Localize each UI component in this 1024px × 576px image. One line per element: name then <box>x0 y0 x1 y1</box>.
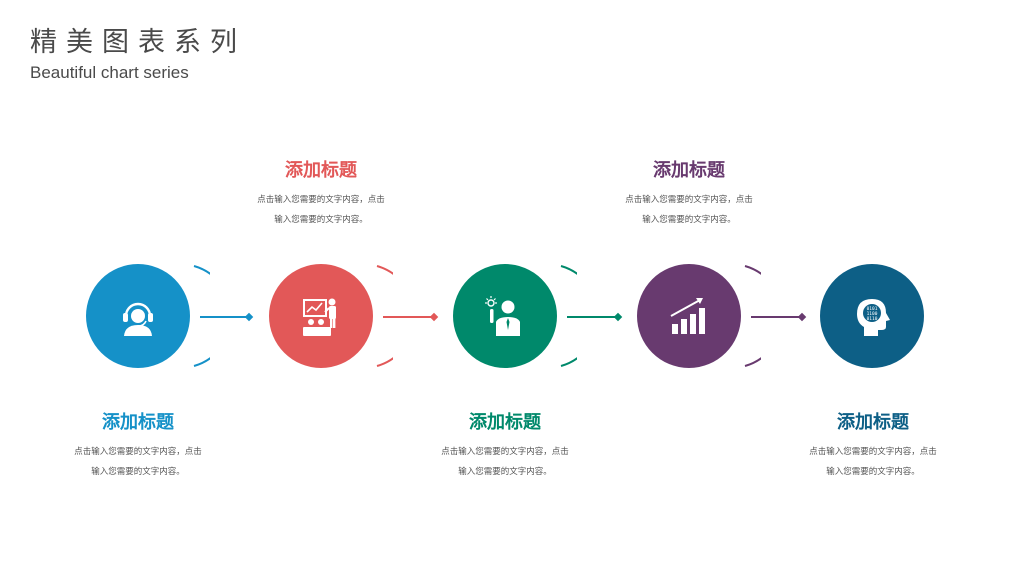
connector-2-arrow <box>429 312 439 322</box>
step-2-heading: 添加标题 <box>285 160 357 181</box>
step-4-heading: 添加标题 <box>653 160 725 181</box>
growth-chart-icon <box>670 298 705 334</box>
step-5-heading: 添加标题 <box>837 412 909 433</box>
step-3-text-line1: 点击输入您需要的文字内容，点击 <box>441 447 569 457</box>
step-5-label: 添加标题 点击输入您需要的文字内容，点击 输入您需要的文字内容。 <box>783 408 963 482</box>
step-1-text-line1: 点击输入您需要的文字内容，点击 <box>74 447 202 457</box>
step-4-text-line2: 输入您需要的文字内容。 <box>642 215 736 225</box>
step-3-heading: 添加标题 <box>469 412 541 433</box>
step-3-node <box>453 264 577 368</box>
svg-text:1100: 1100 <box>867 311 878 317</box>
step-3-text-line2: 输入您需要的文字内容。 <box>458 467 552 477</box>
connector-3-arrow <box>613 312 623 322</box>
svg-text:0110: 0110 <box>867 316 878 322</box>
step-2-circle <box>269 264 373 368</box>
connector-4-arrow <box>797 312 807 322</box>
page-title: 精美图表系列 <box>30 27 246 58</box>
step-5-text-line2: 输入您需要的文字内容。 <box>826 467 920 477</box>
connector-1-arrow <box>244 312 254 322</box>
step-2-node <box>269 264 393 368</box>
connector-3 <box>567 312 623 322</box>
step-1-heading: 添加标题 <box>102 412 174 433</box>
page-subtitle: Beautiful chart series <box>30 63 189 82</box>
connector-2 <box>383 312 439 322</box>
step-1-circle <box>86 264 190 368</box>
step-5-text-line1: 点击输入您需要的文字内容，点击 <box>809 447 937 457</box>
step-4-text-line1: 点击输入您需要的文字内容，点击 <box>625 195 753 205</box>
step-3-label: 添加标题 点击输入您需要的文字内容，点击 输入您需要的文字内容。 <box>415 408 595 482</box>
step-1-node <box>86 264 210 368</box>
step-3-circle <box>453 264 557 368</box>
step-2-text-line2: 输入您需要的文字内容。 <box>274 215 368 225</box>
step-2-text-line1: 点击输入您需要的文字内容，点击 <box>257 195 385 205</box>
step-4-node <box>637 264 761 368</box>
connector-1 <box>200 312 254 322</box>
step-5-node: 0101 1100 0110 <box>820 264 924 368</box>
idea-person-icon <box>485 296 520 336</box>
step-5-circle: 0101 1100 0110 <box>820 264 924 368</box>
head-binary-icon: 0101 1100 0110 <box>857 299 890 336</box>
step-4-circle <box>637 264 741 368</box>
svg-text:0101: 0101 <box>867 306 878 312</box>
step-2-label: 添加标题 点击输入您需要的文字内容，点击 输入您需要的文字内容。 <box>231 156 411 230</box>
step-1-text-line2: 输入您需要的文字内容。 <box>91 467 185 477</box>
step-1-label: 添加标题 点击输入您需要的文字内容，点击 输入您需要的文字内容。 <box>48 408 228 482</box>
step-4-label: 添加标题 点击输入您需要的文字内容，点击 输入您需要的文字内容。 <box>599 156 779 230</box>
presentation-icon <box>303 298 336 336</box>
customer-service-icon <box>123 302 153 336</box>
connector-4 <box>751 312 807 322</box>
